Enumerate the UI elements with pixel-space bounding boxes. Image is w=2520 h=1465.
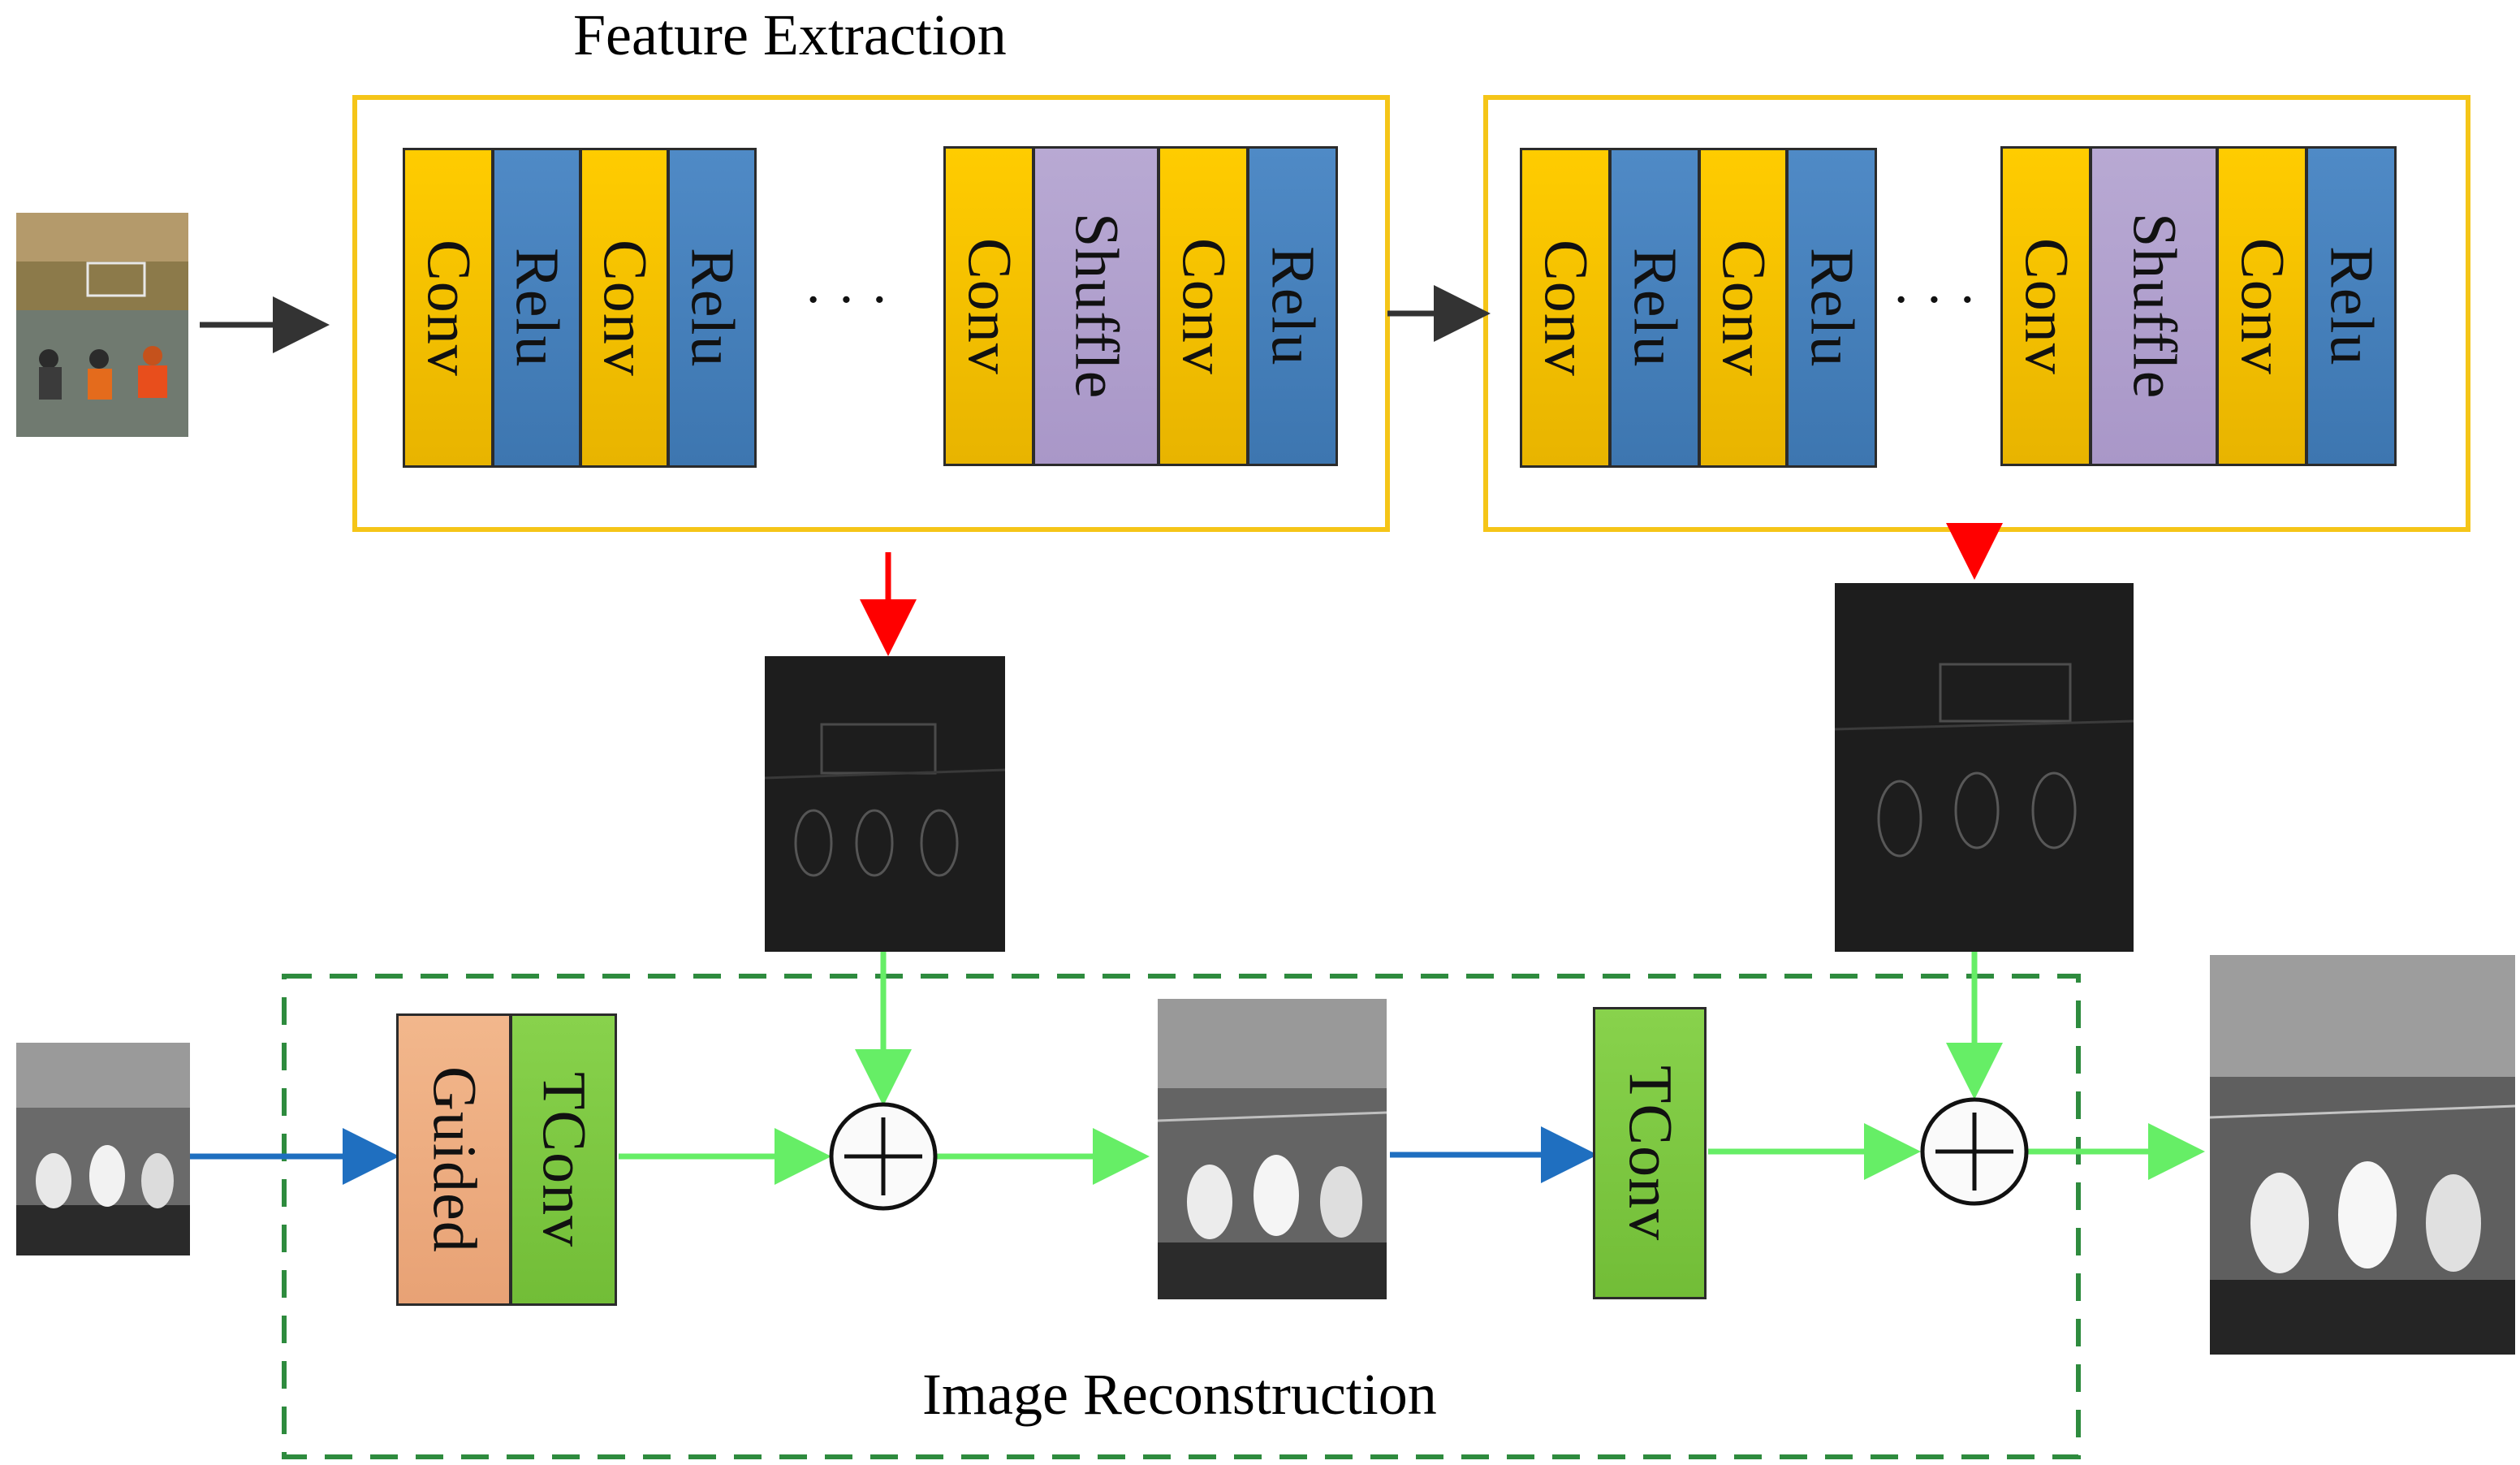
conv-block: Conv xyxy=(580,148,669,468)
relu-block: Relu xyxy=(1609,148,1700,468)
input-thermal-image xyxy=(16,1043,190,1255)
input-rgb-image xyxy=(16,213,188,437)
ellipsis: · · · xyxy=(1892,269,1977,331)
plus-circle-icon xyxy=(1920,1097,2029,1206)
output-thermal-image xyxy=(2210,955,2515,1355)
feature-map-2 xyxy=(1835,583,2134,952)
conv-block: Conv xyxy=(2216,146,2307,466)
conv-block: Conv xyxy=(1520,148,1611,468)
conv-block: Conv xyxy=(943,146,1034,466)
shuffle-block: Shuffle xyxy=(2090,146,2218,466)
guided-block: Guided xyxy=(396,1013,511,1306)
relu-block: Relu xyxy=(667,148,757,468)
feature-map-1 xyxy=(765,656,1005,952)
relu-block: Relu xyxy=(492,148,581,468)
conv-block: Conv xyxy=(1158,146,1249,466)
intermediate-thermal-image xyxy=(1158,999,1387,1299)
tconv-block: TConv xyxy=(510,1013,617,1306)
relu-block: Relu xyxy=(2306,146,2397,466)
ellipsis: · · · xyxy=(804,269,889,331)
relu-block: Relu xyxy=(1786,148,1877,468)
tconv-block: TConv xyxy=(1593,1007,1707,1299)
image-reconstruction-title: Image Reconstruction xyxy=(922,1362,1437,1427)
feature-extraction-title: Feature Extraction xyxy=(573,2,1007,67)
plus-circle-icon xyxy=(829,1102,938,1211)
conv-block: Conv xyxy=(403,148,494,468)
relu-block: Relu xyxy=(1247,146,1338,466)
conv-block: Conv xyxy=(1698,148,1788,468)
shuffle-block: Shuffle xyxy=(1033,146,1159,466)
conv-block: Conv xyxy=(2000,146,2091,466)
